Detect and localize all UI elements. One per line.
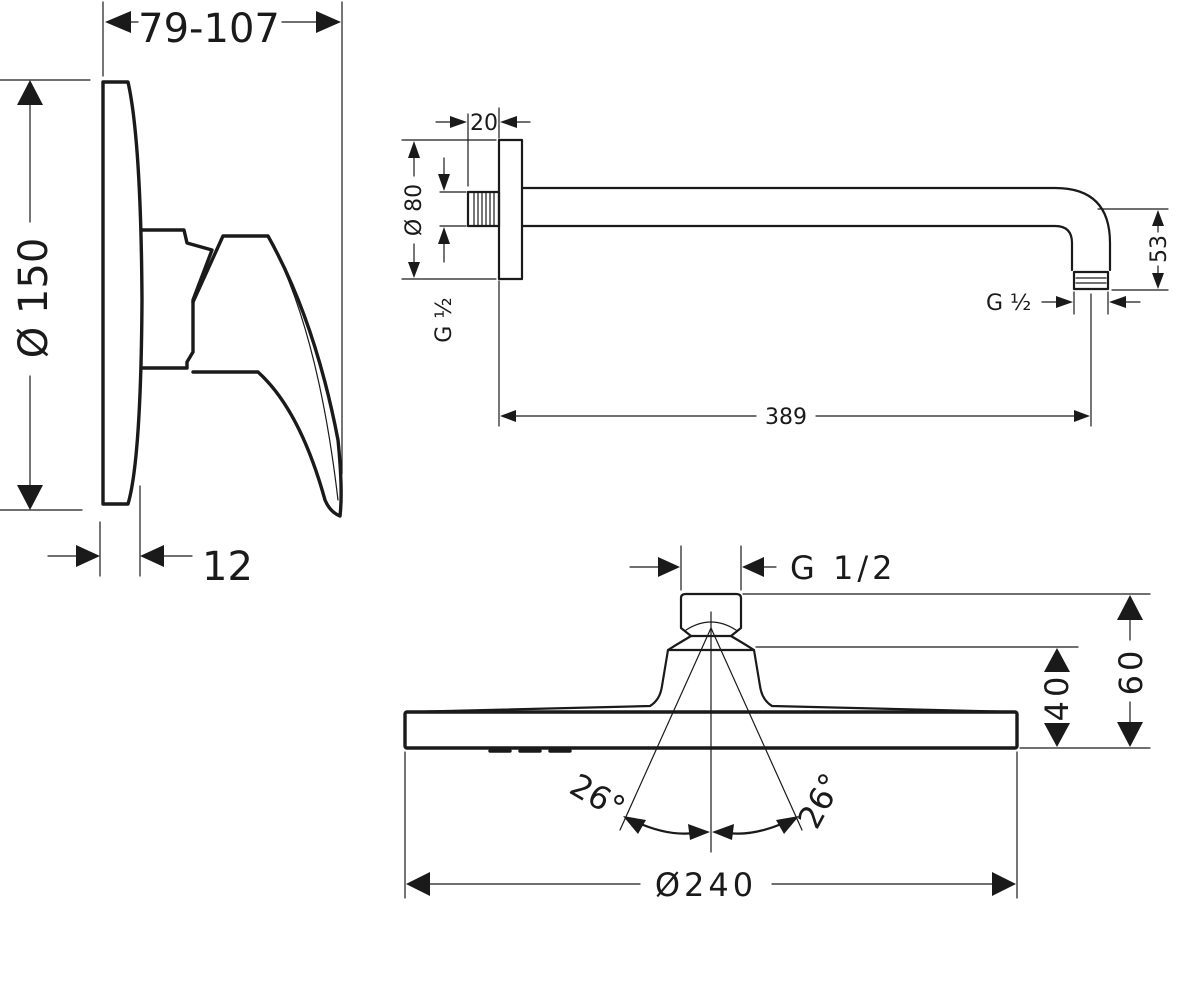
- arrowhead: [1044, 723, 1070, 747]
- arm-threaded-stub: [466, 190, 501, 228]
- arrowhead: [1074, 410, 1090, 422]
- arrowhead: [1152, 210, 1164, 226]
- arrowhead: [17, 80, 43, 105]
- arm-outlet-thread-label: G ½: [986, 291, 1031, 316]
- arrowhead: [776, 816, 799, 834]
- arrowhead: [500, 410, 516, 422]
- arm-length-label: 389: [765, 405, 807, 430]
- arrowhead: [140, 545, 164, 567]
- arrowhead: [742, 557, 764, 577]
- arrowhead: [500, 116, 517, 128]
- shower-head-view: 26° 26° G 1/2 60 40 Ø240: [403, 545, 1151, 904]
- arrowhead: [1044, 648, 1070, 672]
- mixer-gap-label: 12: [202, 544, 253, 590]
- arrowhead: [1117, 722, 1143, 747]
- head-thread-label: G 1/2: [790, 549, 896, 587]
- arrowhead: [1109, 296, 1126, 308]
- mixer-lever: [191, 234, 343, 518]
- arrowhead: [1117, 595, 1143, 620]
- mixer-body: [140, 228, 214, 370]
- arm-wall-thread-label: G ½: [432, 297, 457, 342]
- arrowhead: [438, 227, 450, 244]
- arrowhead: [1152, 273, 1164, 289]
- arrowhead: [688, 824, 710, 840]
- arrowhead: [408, 262, 420, 278]
- arrowhead: [623, 816, 646, 834]
- arm-flange-diameter-label: Ø 80: [402, 184, 427, 236]
- arrowhead: [406, 872, 430, 896]
- arm-outlet-nut: [1072, 270, 1110, 291]
- arrowhead: [105, 11, 131, 33]
- arm-flange: [497, 138, 524, 281]
- arrowhead: [438, 174, 450, 191]
- head-body-height-label: 40: [1038, 673, 1076, 722]
- head-neck: [404, 634, 1018, 714]
- thread-lines: [473, 192, 495, 226]
- head-connector-nut: [679, 592, 743, 638]
- arrowhead: [316, 11, 341, 33]
- mixer-wall-plate: [101, 80, 144, 506]
- arm-tube: [520, 186, 1112, 272]
- mixer-depth-label: 79-107: [138, 6, 280, 52]
- head-angle-left-label: 26°: [563, 766, 631, 827]
- arrowhead: [450, 116, 467, 128]
- arrowhead: [408, 141, 420, 158]
- arm-flange-width-label: 20: [470, 111, 498, 136]
- arrowhead: [17, 485, 43, 510]
- head-diameter-label: Ø240: [655, 866, 757, 904]
- arrowhead: [658, 557, 680, 577]
- mixer-side-view: 79-107 Ø 150 12: [0, 1, 343, 590]
- arm-drop-label: 53: [1147, 235, 1172, 263]
- arrowhead: [712, 824, 734, 840]
- shower-arm-view: 20 Ø 80 G ½ 53 G ½: [401, 107, 1172, 430]
- head-total-height-label: 60: [1112, 647, 1150, 696]
- mixer-lever-edge: [269, 239, 339, 501]
- arrowhead: [1056, 296, 1073, 308]
- arrowhead: [992, 872, 1016, 896]
- mixer-diameter-label: Ø 150: [11, 238, 57, 359]
- arrowhead: [76, 545, 100, 567]
